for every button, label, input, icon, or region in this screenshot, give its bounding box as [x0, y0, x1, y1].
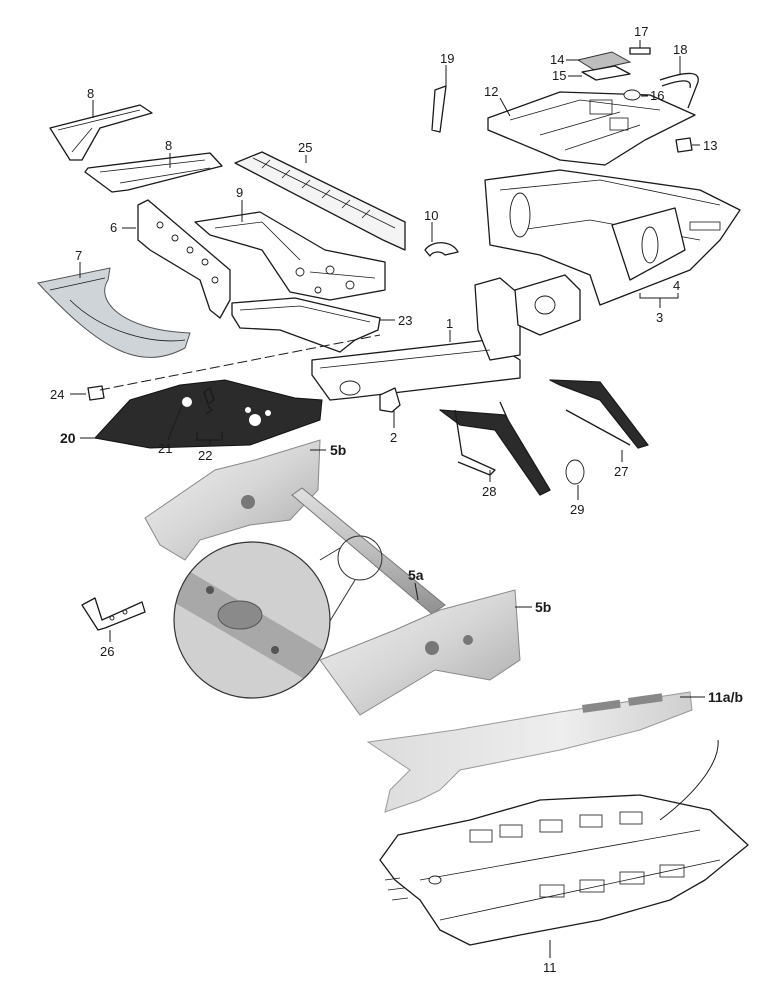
part-26-bracket: [81, 597, 146, 631]
callout-11ab: 11a/b: [708, 689, 743, 705]
callout-28: 28: [482, 484, 496, 499]
part-14-cover-plate: [576, 51, 632, 71]
callout-22: 22: [198, 448, 212, 463]
part-8-lower-frame: [84, 152, 223, 193]
callout-4: 4: [673, 278, 680, 293]
part-5b-upper-mount: [144, 439, 321, 561]
part-8-upper-frame: [49, 104, 153, 161]
callout-5b-top: 5b: [330, 442, 346, 458]
callout-23: 23: [398, 313, 412, 328]
leader-lines: [70, 40, 705, 958]
part-12-rear-floor: [487, 91, 696, 166]
detail-zoom: [173, 535, 383, 699]
callout-19: 19: [440, 51, 454, 66]
callout-9: 9: [236, 185, 243, 200]
callout-6: 6: [110, 220, 117, 235]
callout-7: 7: [75, 248, 82, 263]
callout-21: 21: [158, 441, 172, 456]
callout-8-top: 8: [87, 86, 94, 101]
part-16-ring: [623, 89, 641, 101]
part-9-floor-section: [194, 211, 386, 301]
callout-14: 14: [550, 52, 564, 67]
part-5a-crossmember-tube: [291, 487, 446, 615]
callout-24: 24: [50, 387, 64, 402]
part-11ab-tunnel: [366, 691, 693, 813]
callout-18: 18: [673, 42, 687, 57]
callout-26: 26: [100, 644, 114, 659]
part-6-side-panel: [137, 199, 231, 319]
part-13-small-plate: [675, 137, 693, 153]
callout-12: 12: [484, 84, 498, 99]
part-18-bent-bar: [659, 72, 699, 109]
part-25-ribbed-panel: [234, 151, 406, 251]
part-20-dark-panel: [94, 379, 323, 449]
part-15-gasket: [581, 65, 631, 81]
callout-3: 3: [656, 310, 663, 325]
callout-25: 25: [298, 140, 312, 155]
callout-10: 10: [424, 208, 438, 223]
part-5b-lower-mount: [319, 589, 521, 716]
callout-5a: 5a: [408, 567, 424, 583]
callout-15: 15: [552, 68, 566, 83]
callout-11: 11: [543, 960, 557, 975]
part-1-frame-member: [311, 274, 581, 401]
part-28-stand: [439, 401, 551, 496]
part-2-bracket: [379, 387, 401, 413]
part-10-bracket: [424, 242, 459, 257]
callout-5b-bottom: 5b: [535, 599, 551, 615]
part-22-studs: [203, 387, 215, 415]
callout-labels: 8 8 25 6 7 9 10 19 12 14 15 16 17 18 13 …: [50, 24, 743, 975]
part-7-curved-panel: [37, 267, 191, 358]
callout-8-bottom: 8: [165, 138, 172, 153]
part-23-channel: [231, 297, 381, 353]
callout-1: 1: [446, 316, 453, 331]
callout-13: 13: [703, 138, 717, 153]
callout-20: 20: [60, 430, 76, 446]
callout-17: 17: [634, 24, 648, 39]
part-17-clip: [629, 47, 651, 55]
part-11-floor-pan: [379, 739, 749, 946]
part-27-strut: [549, 379, 649, 449]
callout-27: 27: [614, 464, 628, 479]
part-19-strip: [431, 85, 447, 133]
rear-frame-assembly: [484, 169, 741, 306]
part-24-clip: [87, 385, 105, 401]
part-29-ring: [565, 459, 585, 485]
callout-16: 16: [650, 88, 664, 103]
callout-29: 29: [570, 502, 584, 517]
callout-2: 2: [390, 430, 397, 445]
